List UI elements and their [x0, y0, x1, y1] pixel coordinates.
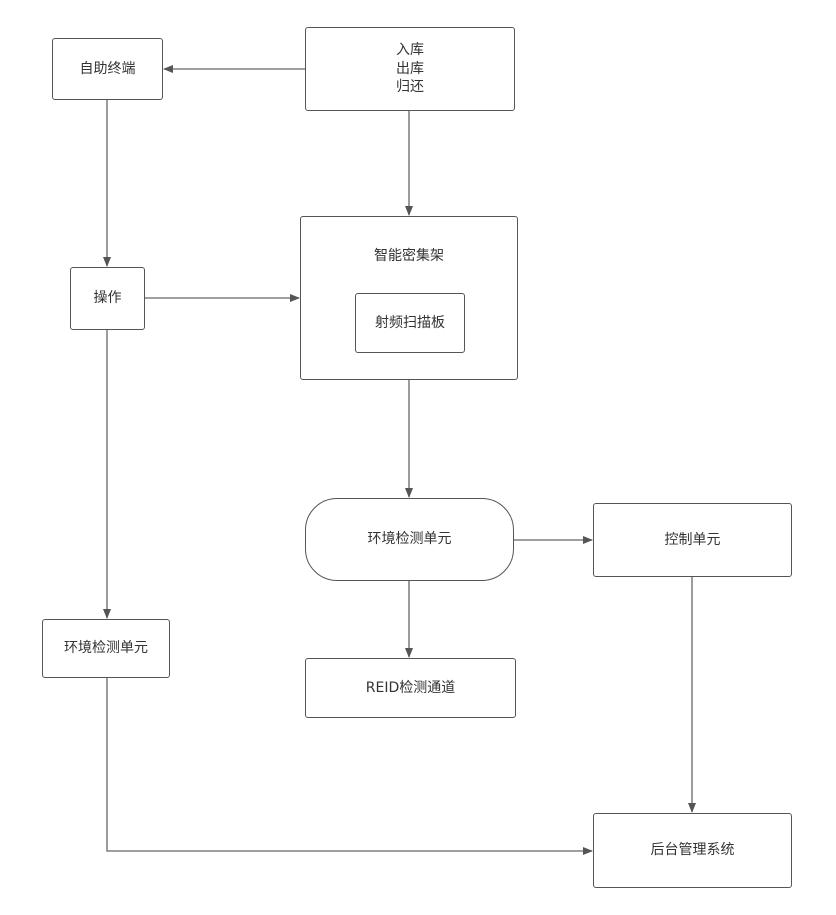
storage-action-in: 入库 — [396, 41, 424, 60]
backend-system-label: 后台管理系统 — [651, 841, 735, 860]
smart-rack-label: 智能密集架 — [301, 247, 517, 266]
env-detection-unit-left: 环境检测单元 — [42, 619, 170, 678]
smart-rack-box: 智能密集架 射频扫描板 — [300, 216, 518, 380]
control-unit-label: 控制单元 — [665, 531, 721, 550]
backend-system-box: 后台管理系统 — [593, 813, 792, 888]
operation-box: 操作 — [70, 267, 145, 330]
env-detection-unit-center-label: 环境检测单元 — [368, 530, 452, 549]
env-detection-unit-center: 环境检测单元 — [305, 498, 514, 581]
rfid-channel-box: REID检测通道 — [305, 658, 516, 718]
storage-action-out: 出库 — [396, 60, 424, 79]
env-detection-unit-left-label: 环境检测单元 — [64, 639, 148, 658]
self-service-terminal-label: 自助终端 — [80, 60, 136, 79]
storage-actions-box: 入库 出库 归还 — [305, 27, 515, 111]
rfid-channel-label: REID检测通道 — [366, 679, 455, 698]
operation-label: 操作 — [94, 289, 122, 308]
rf-scan-board-label: 射频扫描板 — [375, 314, 445, 333]
control-unit-box: 控制单元 — [593, 503, 792, 577]
rf-scan-board-box: 射频扫描板 — [355, 293, 465, 353]
self-service-terminal-box: 自助终端 — [52, 38, 163, 100]
storage-action-return: 归还 — [396, 78, 424, 97]
